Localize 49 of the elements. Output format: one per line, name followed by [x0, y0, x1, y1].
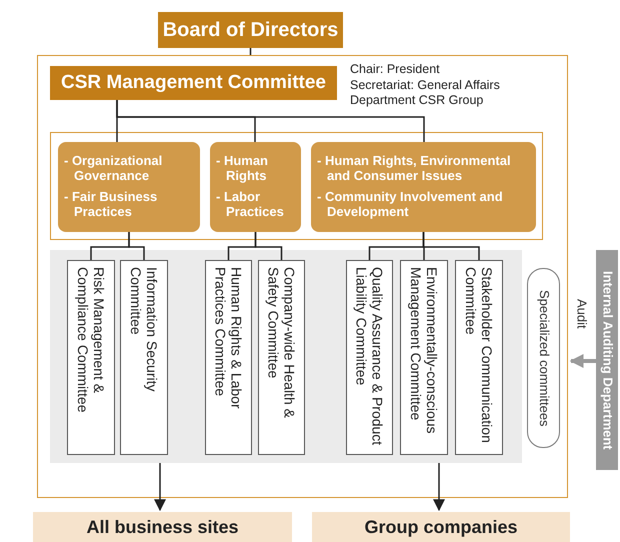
edge-label: Audit: [574, 299, 590, 329]
committee-box: [120, 260, 168, 455]
committee-name: Company-wide Health & Safety Committee: [265, 267, 298, 420]
connector-line: [128, 232, 145, 260]
board-box: [158, 12, 343, 48]
committee-name: Environmentally-conscious Management Committee: [408, 267, 440, 436]
category-text: - Fair Business Practices: [64, 190, 158, 220]
destination-box: [312, 512, 570, 542]
node-label: CSR Management Committee: [61, 72, 326, 94]
node-label: All business sites: [86, 516, 239, 538]
committee-name: Information Security Committee: [128, 267, 160, 394]
category-text: - Community Involvement and Development: [317, 190, 504, 220]
committee-box: [400, 260, 448, 455]
committee-frame: [37, 55, 568, 498]
category-text: - Human Rights: [216, 154, 269, 184]
committee-name: Risk Management & Compliance Committee: [74, 267, 108, 414]
destination-box: [33, 512, 292, 542]
committee-box: [50, 66, 337, 100]
committee-box: [346, 260, 393, 455]
committee-panel: [50, 250, 522, 463]
note-text: Secretariat: General Affairs Department CSR Group: [350, 78, 501, 109]
arrow: [154, 463, 166, 512]
connector-line: [254, 232, 282, 260]
category-box: [311, 142, 536, 232]
committee-name: Stakeholder Communication Committee: [462, 267, 496, 445]
node-label: Board of Directors: [162, 18, 338, 42]
committee-name: Quality Assurance & Product Liability Committee: [353, 267, 386, 448]
category-box: [210, 142, 301, 232]
category-text: - Organizational Governance: [64, 154, 164, 184]
committee-name: Human Rights & Labor Practices Committee: [212, 267, 245, 411]
specialized-committees-pill: [527, 268, 560, 448]
category-box: [58, 142, 200, 232]
note-text: Chair: President: [350, 62, 441, 78]
node-label: Specialized committees: [536, 290, 551, 426]
node-label: Group companies: [364, 516, 518, 538]
category-frame: [50, 132, 543, 240]
connector-line: [116, 100, 425, 142]
node-label: Internal Auditing Department: [600, 270, 614, 450]
department-bar: [596, 250, 618, 470]
connector-line: [422, 232, 480, 260]
arrow: [570, 354, 596, 368]
category-text: - Labor Practices: [216, 190, 285, 220]
committee-box: [455, 260, 503, 455]
committee-box: [205, 260, 252, 455]
committee-box: [67, 260, 115, 455]
arrow: [433, 463, 445, 512]
connector-line: [250, 48, 252, 55]
committee-box: [258, 260, 305, 455]
category-text: - Human Rights, Environmental and Consumer Issues: [317, 154, 512, 184]
